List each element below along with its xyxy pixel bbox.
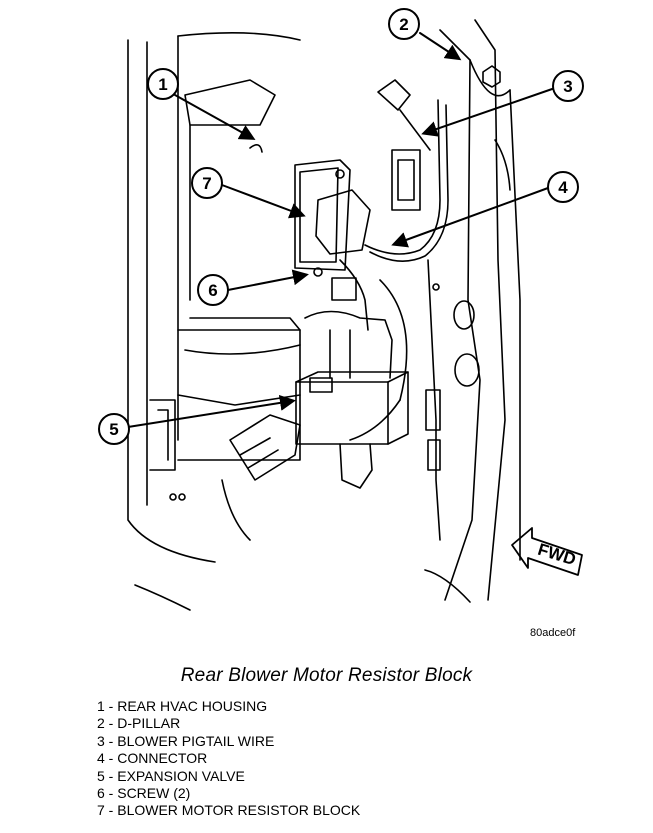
- svg-text:3: 3: [563, 77, 572, 96]
- svg-text:2: 2: [399, 15, 408, 34]
- svg-text:1: 1: [158, 75, 167, 94]
- diagram-illustration: FWD 1 2 3 4 5 6 7: [98, 8, 584, 611]
- svg-text:7: 7: [202, 174, 211, 193]
- svg-text:6: 6: [208, 281, 217, 300]
- legend-item: 1 - REAR HVAC HOUSING: [97, 698, 268, 714]
- callout-6: 6: [197, 274, 229, 306]
- fwd-arrow: FWD: [511, 527, 583, 576]
- rear-hvac-housing: [149, 79, 408, 501]
- legend-item: 2 - D-PILLAR: [97, 715, 181, 732]
- callout-4: 4: [547, 171, 579, 203]
- d-pillar-outline: [127, 19, 521, 611]
- legend-item: 5 - EXPANSION VALVE: [97, 767, 245, 784]
- legend-item: 3 - BLOWER PIGTAIL WIRE: [97, 732, 275, 749]
- legend-item: 6 - SCREW (2): [97, 785, 191, 802]
- callout-3: 3: [552, 70, 584, 102]
- callout-1: 1: [147, 68, 179, 100]
- legend-item: 7 - BLOWER MOTOR RESISTOR BLOCK: [97, 802, 361, 819]
- svg-text:4: 4: [558, 178, 568, 197]
- leader-lines: [127, 32, 556, 428]
- callout-7: 7: [191, 167, 223, 199]
- blower-pigtail-wire: [331, 79, 449, 541]
- figure-title: Rear Blower Motor Resistor Block: [180, 665, 473, 686]
- legend-list: 1 - REAR HVAC HOUSING 2 - D-PILLAR 3 - B…: [97, 698, 360, 820]
- svg-text:5: 5: [109, 420, 118, 439]
- legend-item: 4 - CONNECTOR: [97, 750, 208, 767]
- callout-2: 2: [388, 8, 420, 40]
- figure-id: 80adce0f: [530, 627, 576, 639]
- blower-motor-resistor-block: [294, 159, 371, 277]
- callout-5: 5: [98, 413, 130, 445]
- fwd-label: FWD: [536, 540, 579, 569]
- expansion-valve: [221, 310, 409, 541]
